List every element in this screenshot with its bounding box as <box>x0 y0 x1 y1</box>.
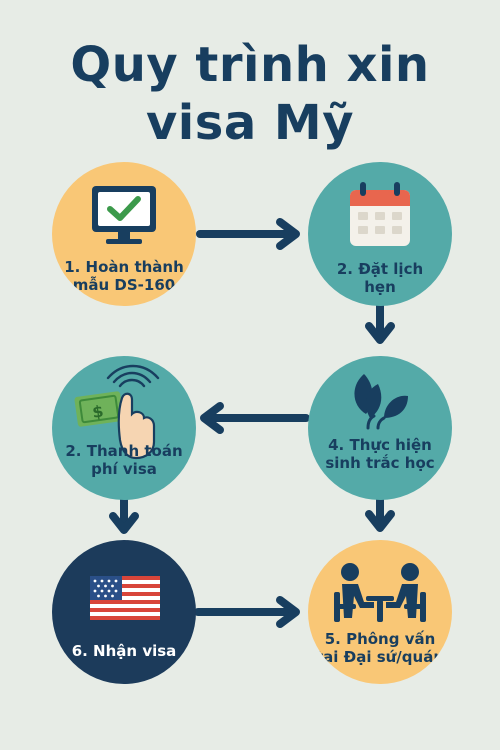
step-6-node: 6. Nhận visa <box>52 540 196 684</box>
arrow-step4-to-step3 <box>200 402 310 434</box>
arrow-step2-to-step4 <box>365 302 395 344</box>
us-flag-icon <box>90 576 160 620</box>
calendar-icon <box>350 182 410 246</box>
arrow-step3-to-step6 <box>109 496 139 534</box>
computer-checkmark-icon <box>92 186 156 244</box>
arrow-step6-to-step5 <box>194 596 300 628</box>
step-5-label: 5. Phông vấn tại Đại sứ/quán <box>315 630 444 666</box>
step-4-node: 4. Thực hiện sinh trắc học <box>308 356 452 500</box>
step-3-label: 2. Thanh toán phí visa <box>65 442 183 478</box>
arrow-step1-to-step2 <box>196 218 300 250</box>
page-title: Quy trình xin visa Mỹ <box>0 36 500 152</box>
step-2-label: 2. Đặt lịch hẹn <box>336 260 424 296</box>
step-4-label: 4. Thực hiện sinh trắc học <box>325 436 435 472</box>
biometric-leaf-icon <box>354 374 408 430</box>
title-line-2: visa Mỹ <box>146 95 354 151</box>
arrow-step4-to-step5 <box>365 496 395 532</box>
step-3-node: $ 2. Thanh toán phí visa <box>52 356 196 500</box>
interview-icon <box>334 563 426 622</box>
step-1-label: 1. Hoàn thành mẫu DS-160 <box>64 258 184 294</box>
payment-hand-icon: $ <box>74 364 160 460</box>
step-1-node: 1. Hoàn thành mẫu DS-160 <box>52 162 196 306</box>
step-2-node: 2. Đặt lịch hẹn <box>308 162 452 306</box>
step-6-label: 6. Nhận visa <box>71 642 177 660</box>
title-line-1: Quy trình xin <box>70 37 430 93</box>
step-5-node: 5. Phông vấn tại Đại sứ/quán <box>308 540 452 684</box>
svg-text:$: $ <box>91 401 105 421</box>
